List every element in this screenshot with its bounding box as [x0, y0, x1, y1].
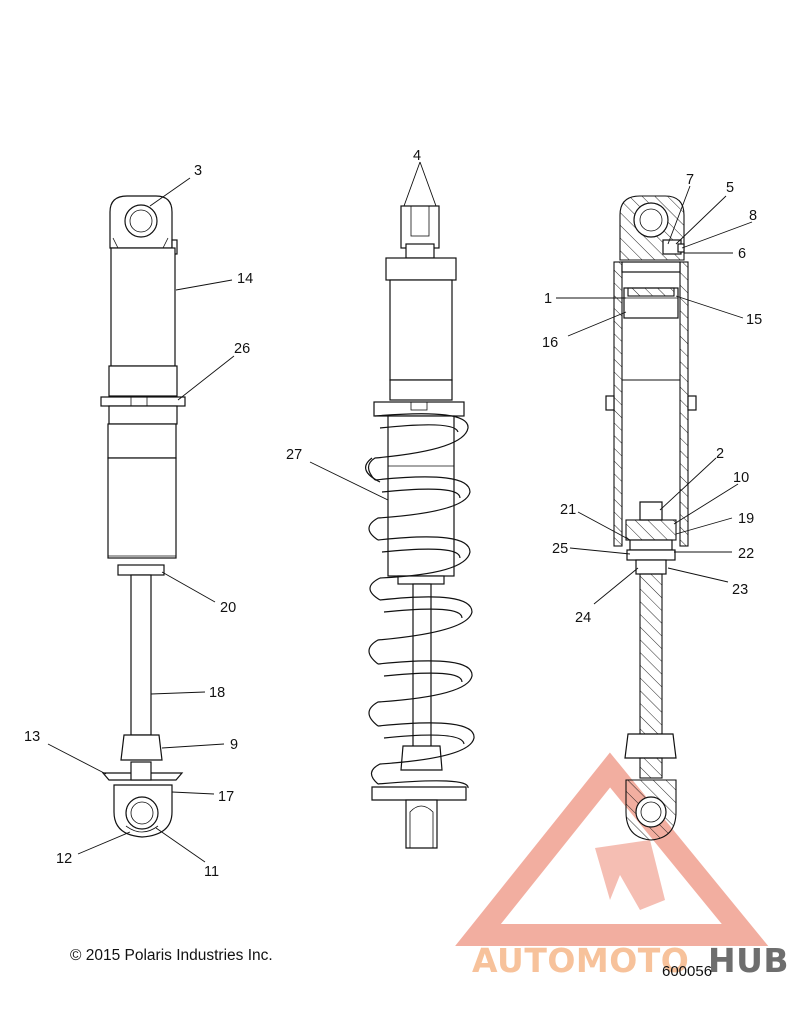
middle-shock — [365, 205, 475, 849]
callout-22: 22 — [738, 546, 754, 562]
callout-2: 2 — [716, 446, 724, 462]
callout-3: 3 — [194, 163, 202, 179]
right-shock-section — [605, 195, 697, 841]
callout-21: 21 — [560, 502, 576, 518]
callout-16: 16 — [542, 335, 558, 351]
copyright-notice: © 2015 Polaris Industries Inc. — [70, 947, 273, 964]
callout-labels: 3 14 26 20 18 9 13 17 12 11 4 27 7 5 8 6… — [24, 148, 762, 880]
callout-27: 27 — [286, 447, 302, 463]
coil-spring — [365, 413, 475, 789]
callout-24: 24 — [575, 610, 591, 626]
left-shock — [100, 195, 186, 838]
watermark-text-automoto: AUTOMOTO — [472, 941, 689, 980]
callout-17: 17 — [218, 789, 234, 805]
callout-9: 9 — [230, 737, 238, 753]
callout-1: 1 — [544, 291, 552, 307]
callout-4: 4 — [413, 148, 421, 164]
callout-18: 18 — [209, 685, 225, 701]
callout-26: 26 — [234, 341, 250, 357]
callout-19: 19 — [738, 511, 754, 527]
callout-7: 7 — [686, 172, 694, 188]
callout-23: 23 — [732, 582, 748, 598]
callout-12: 12 — [56, 851, 72, 867]
callout-8: 8 — [749, 208, 757, 224]
callout-6: 6 — [738, 246, 746, 262]
watermark-logo: AUTOMOTO HUB — [455, 752, 789, 980]
figure-number: 600056 — [662, 963, 712, 980]
callout-25: 25 — [552, 541, 568, 557]
callout-10: 10 — [733, 470, 749, 486]
watermark-text-hub: HUB — [708, 941, 789, 980]
callout-5: 5 — [726, 180, 734, 196]
callout-13: 13 — [24, 729, 40, 745]
callout-20: 20 — [220, 600, 236, 616]
callout-15: 15 — [746, 312, 762, 328]
leader-lines — [47, 161, 753, 863]
callout-14: 14 — [237, 271, 253, 287]
callout-11: 11 — [204, 864, 219, 880]
